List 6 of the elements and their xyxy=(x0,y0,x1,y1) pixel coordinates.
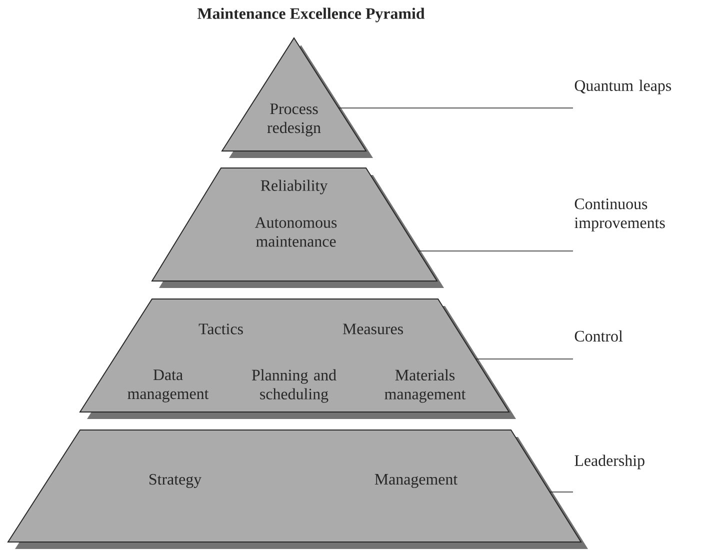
leader-line xyxy=(418,250,574,252)
diagram-title: Maintenance Excellence Pyramid xyxy=(198,8,425,22)
level-label: Continuous improvements xyxy=(574,198,665,232)
leader-line xyxy=(475,358,574,360)
level-label: Control xyxy=(574,330,623,342)
level-label: Quantum leaps xyxy=(574,80,672,94)
